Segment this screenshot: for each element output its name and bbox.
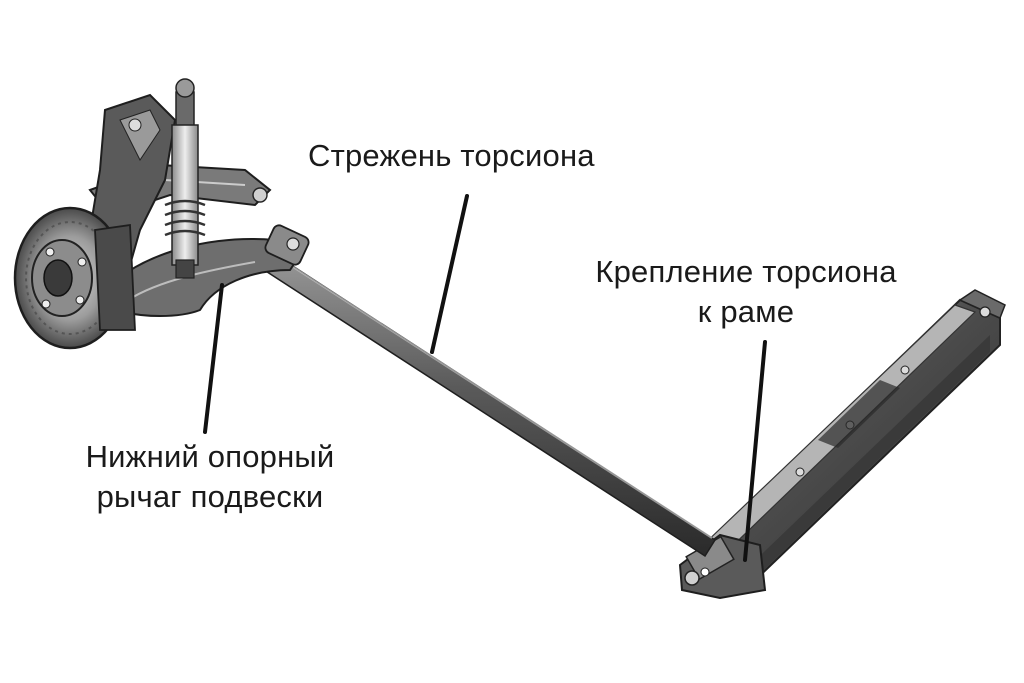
label-torsion-mount-line1: Крепление торсиона [595,254,897,289]
leader-line-lower-arm [203,283,224,434]
label-torsion-rod: Стрежень торсиона [308,138,595,173]
label-lower-arm-line2: рычаг подвески [96,479,324,514]
brake-disc-hub [13,206,136,350]
leader-line-torsion-rod [430,194,469,354]
shock-absorber [164,78,206,279]
frame-rail [689,289,1006,591]
label-torsion-mount-line2: к раме [697,294,795,329]
lower-control-arm [108,224,310,317]
leader-line-torsion-mount [743,340,767,562]
label-lower-arm-line1: Нижний опорный [85,439,335,474]
leader-lines [203,194,767,562]
